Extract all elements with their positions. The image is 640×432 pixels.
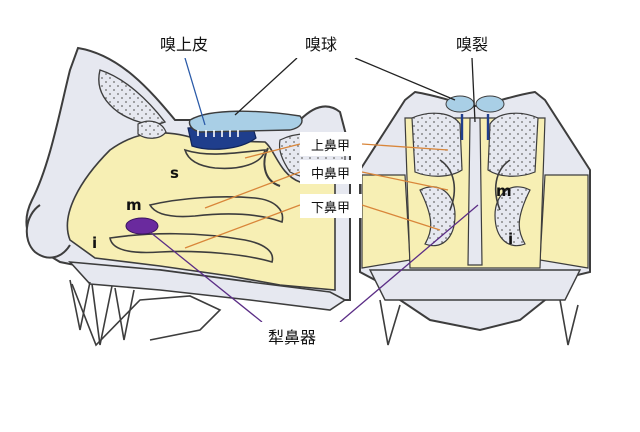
leader-middle-right <box>361 171 449 191</box>
leader-bulb <box>234 57 298 116</box>
coronal-right-region <box>539 174 589 269</box>
label-olfactory-bulb: 嗅球 <box>305 35 337 54</box>
coronal-middle-turbinate-left <box>439 159 456 211</box>
letter-s: s <box>170 164 179 182</box>
label-superior-turbinate: 上鼻甲 <box>311 138 350 154</box>
leader-inferior-left <box>184 204 301 249</box>
letter-m-left: m <box>126 196 142 214</box>
leader-cleft <box>471 57 476 123</box>
label-box-vomeronasal <box>255 322 345 352</box>
coronal-palate <box>368 269 582 301</box>
nasal-septum <box>467 117 483 266</box>
letter-m-right: m <box>496 182 512 200</box>
label-box-bulb <box>292 30 356 58</box>
label-middle-turbinate: 中鼻甲 <box>311 166 350 182</box>
turbinate-bone-left <box>419 186 456 247</box>
coronal-view: m i <box>359 90 591 346</box>
nasal-bone <box>137 120 167 139</box>
turbinate-bone-right <box>494 186 531 247</box>
superior-turbinate-hook <box>263 147 281 187</box>
upper-jaw <box>71 283 222 347</box>
leader-inferior-right <box>361 204 441 231</box>
inferior-turbinate-shape <box>109 232 274 263</box>
label-box-epithelium <box>148 30 226 58</box>
leader-vomeronasal-left <box>149 231 263 323</box>
ethmoid-cells-right <box>487 112 539 177</box>
coronal-middle-turbinate-right <box>494 159 511 211</box>
label-box-superior <box>300 132 362 156</box>
label-box-middle <box>300 160 362 184</box>
superior-turbinate-shape <box>183 148 267 170</box>
label-olfactory-epithelium: 嗅上皮 <box>160 35 208 54</box>
label-olfactory-cleft: 嗅裂 <box>456 35 488 54</box>
leader-epithelium <box>184 57 206 126</box>
olfactory-cleft-lining <box>460 114 490 140</box>
label-inferior-turbinate: 下鼻甲 <box>311 200 350 216</box>
leader-middle-left <box>204 171 301 209</box>
label-box-cleft <box>444 30 506 58</box>
middle-turbinate-shape <box>148 196 284 224</box>
vomeronasal-organ-shape <box>125 217 159 235</box>
ethmoid-cells-left <box>411 112 463 177</box>
teeth <box>69 279 135 346</box>
leader-lines <box>149 57 479 323</box>
nose-tip <box>25 204 71 259</box>
leader-superior-left <box>244 143 301 159</box>
coronal-left-region <box>361 174 411 269</box>
letter-i-right: i <box>508 230 513 248</box>
olfactory-bulb-shape <box>188 110 303 133</box>
olfactory-bulb-right <box>475 95 505 113</box>
label-box-inferior <box>300 194 362 218</box>
letter-i-left: i <box>92 234 97 252</box>
label-vomeronasal-organ: 犁鼻器 <box>268 328 316 347</box>
leader-vomeronasal-right <box>339 204 479 323</box>
coronal-teeth <box>379 299 579 346</box>
leader-superior-right <box>361 143 449 151</box>
cribriform-fibres <box>197 130 239 137</box>
leader-bulb-right <box>354 57 456 101</box>
labels: 嗅上皮 嗅球 嗅裂 上鼻甲 中鼻甲 下鼻甲 犁鼻器 <box>148 30 506 352</box>
